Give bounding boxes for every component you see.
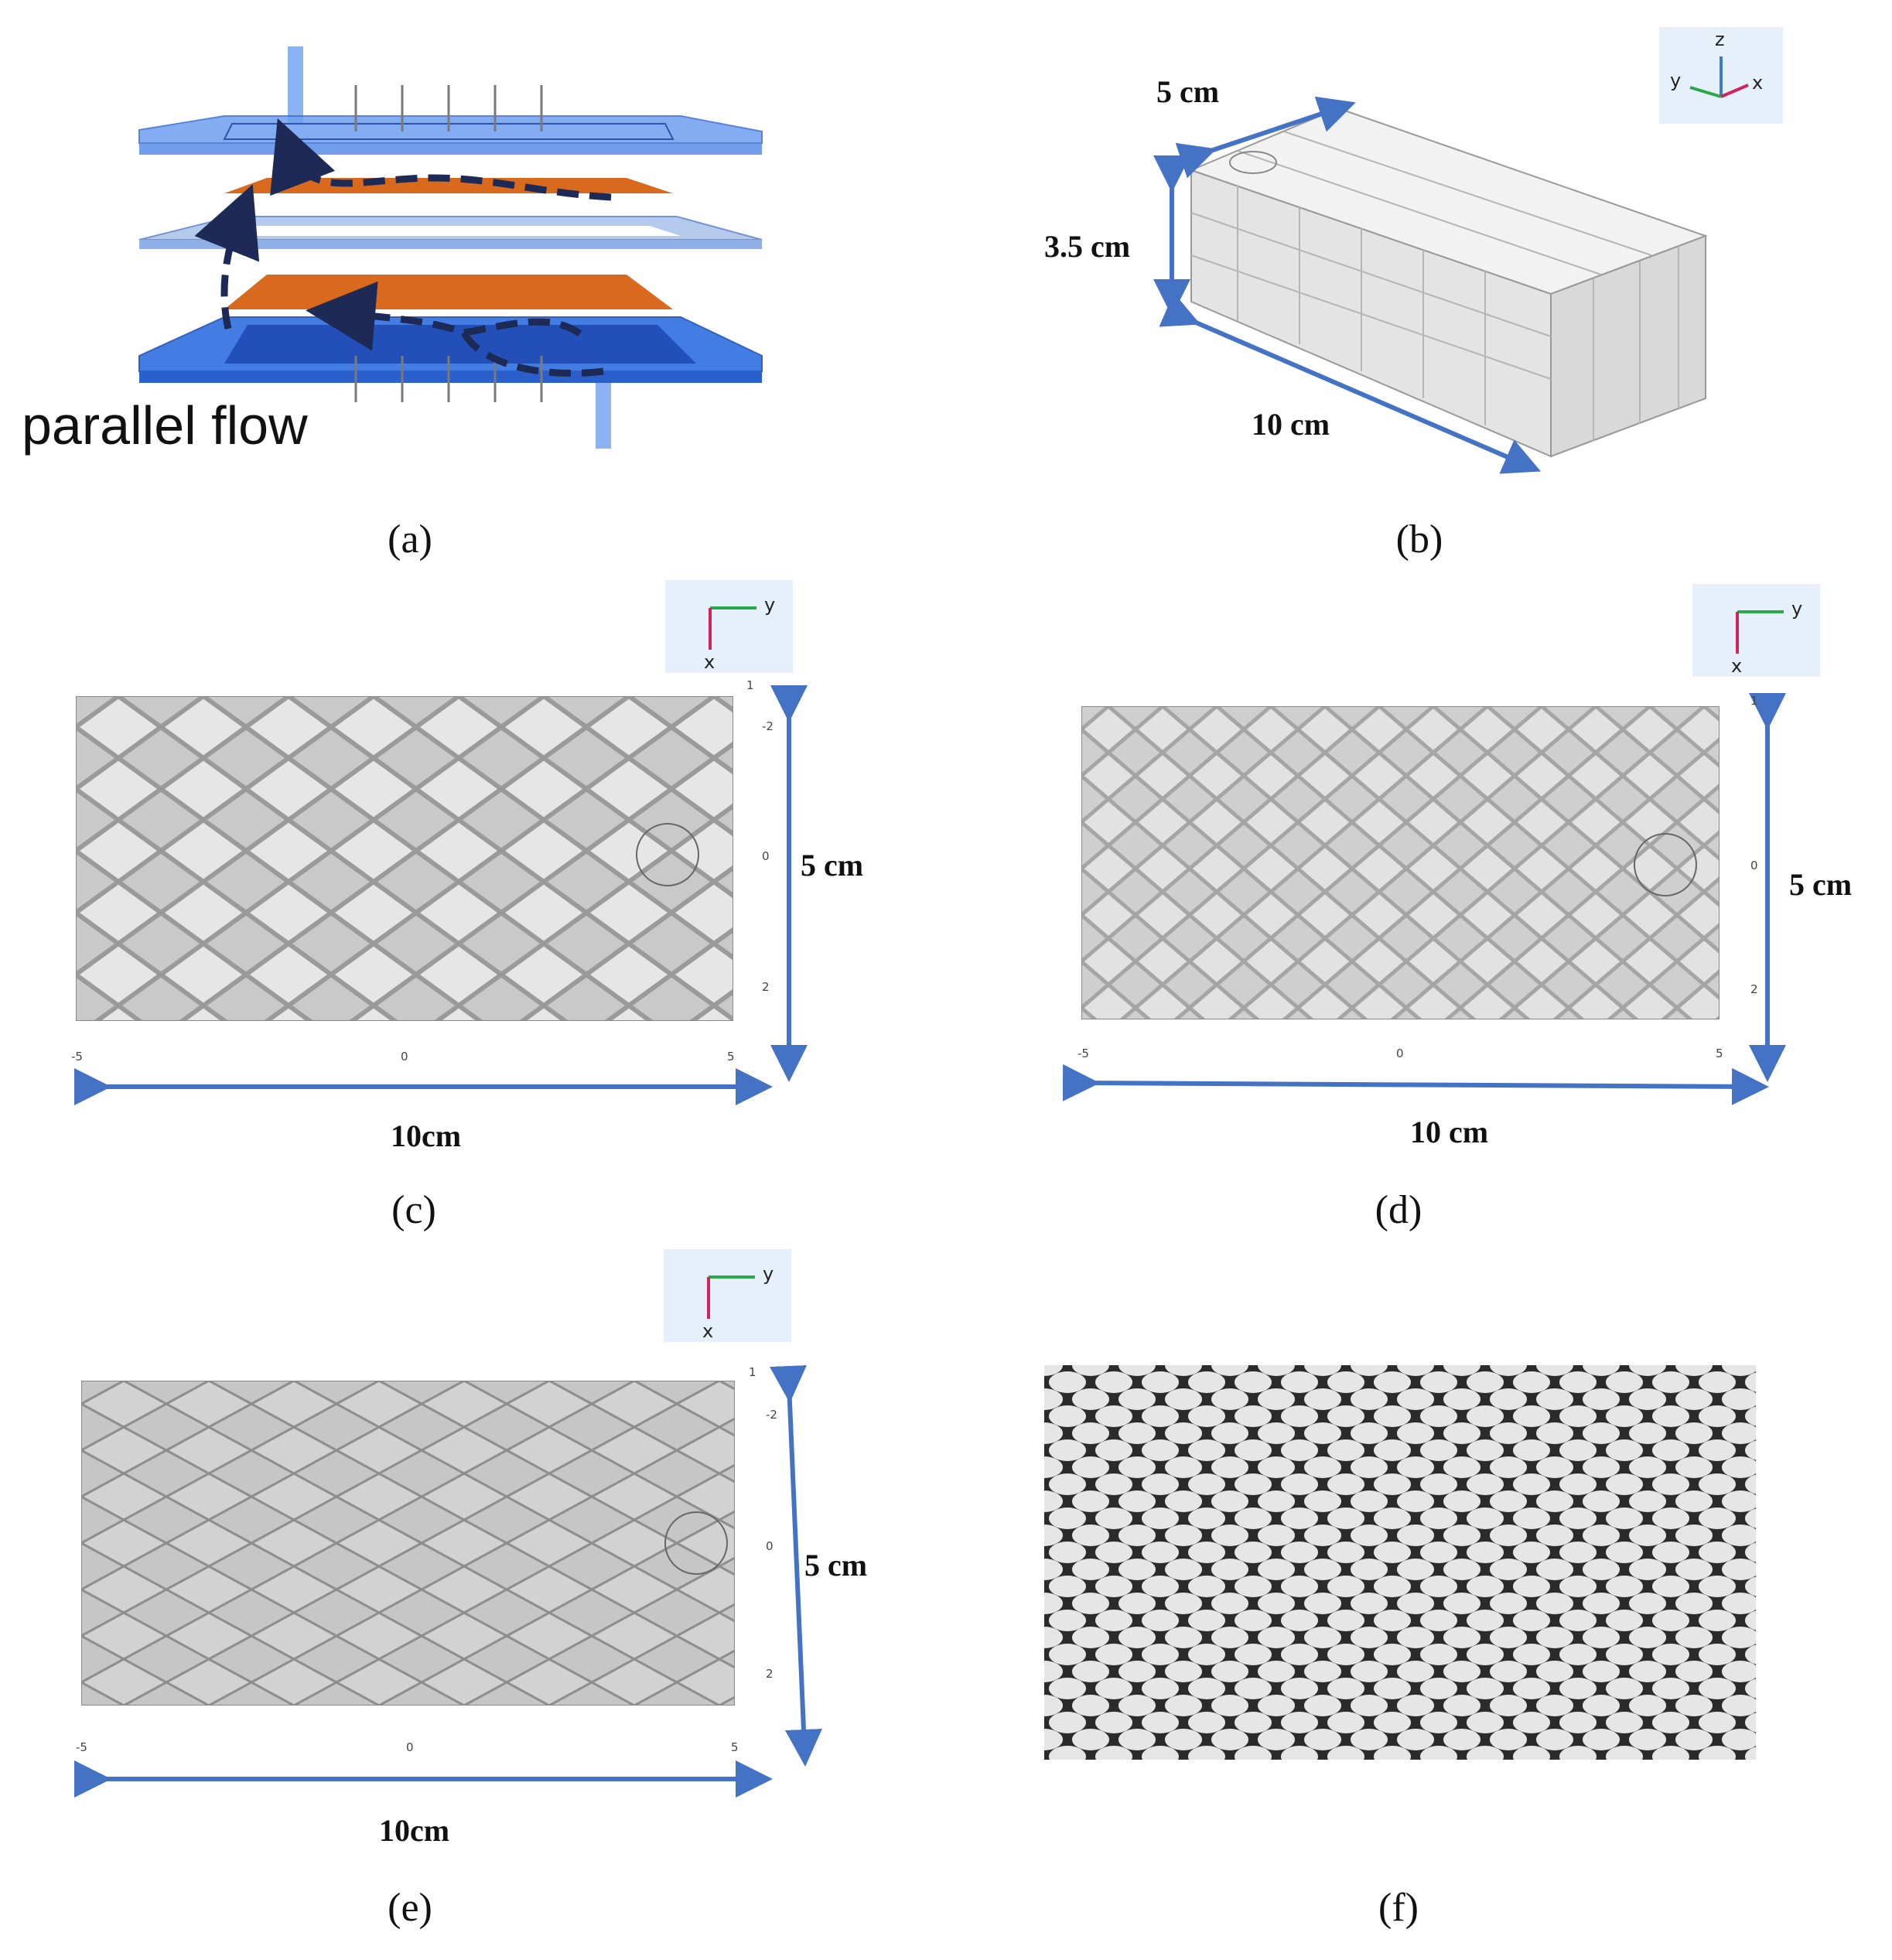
axis-x-label: x: [1752, 72, 1764, 94]
axis-x-label: x: [704, 651, 715, 673]
caption-f: (f): [1378, 1886, 1419, 1930]
panel-a: parallel flow (a): [0, 0, 851, 562]
caption-b: (b): [1395, 517, 1443, 562]
tick-x-3: 0: [762, 849, 770, 863]
tick-x-1: 1: [749, 1365, 756, 1379]
axis-triad-d: y x: [1692, 584, 1820, 677]
dim-arrow-width: [1175, 96, 1356, 179]
mesh-pattern-e: [81, 1381, 735, 1706]
dim-height-label: 5 cm: [1789, 867, 1853, 902]
axis-y-label: y: [764, 594, 776, 616]
panel-c: y x -5 0 5 1 -2 0 2 5 cm 10cm (c): [0, 576, 946, 1241]
dim-arrow-height: [770, 1365, 822, 1767]
dim-arrow-width: [1062, 1064, 1769, 1105]
tick-x-3: 0: [766, 1539, 774, 1553]
caption-c: (c): [391, 1188, 436, 1232]
axis-y-label: y: [1791, 598, 1803, 620]
tick-x-2: -2: [766, 1408, 777, 1422]
tick-y-mid: 0: [406, 1740, 414, 1754]
dim-height-label: 5 cm: [804, 1548, 868, 1583]
axis-y-label: y: [1670, 70, 1682, 91]
caption-d: (d): [1375, 1188, 1422, 1232]
outlet-pipe: [596, 383, 611, 449]
tie-rods: [354, 85, 543, 402]
mesh-photo: [1044, 1365, 1756, 1760]
tick-y-right: 5: [1716, 1047, 1723, 1060]
tick-y-mid: 0: [1396, 1047, 1404, 1060]
mesh-pattern-d: [1081, 706, 1720, 1019]
panel-f: (f): [946, 1241, 1892, 1960]
mesh-pattern-c: [76, 696, 733, 1021]
dim-width-label: 5 cm: [1156, 74, 1220, 109]
tick-y-left: -5: [1077, 1047, 1089, 1060]
axis-triad-e: y x: [664, 1249, 791, 1342]
caption-e: (e): [388, 1886, 432, 1930]
dim-arrow-length: [1159, 292, 1542, 474]
axis-x-label: x: [1731, 655, 1743, 677]
axis-y-label: y: [763, 1263, 774, 1285]
tick-x-3: 2: [1750, 982, 1758, 996]
tick-x-1: 1: [1750, 694, 1758, 708]
panel-b: z y x 5 cm 3.5 cm 10 cm (b): [1006, 0, 1892, 588]
dim-height-label: 5 cm: [801, 848, 864, 883]
tick-y-left: -5: [76, 1740, 87, 1754]
box-side-face: [1550, 234, 1706, 458]
tick-x-2: -2: [762, 719, 774, 733]
dim-height-label: 3.5 cm: [1044, 229, 1131, 264]
tick-y-left: -5: [71, 1050, 83, 1064]
dim-width-label: 10 cm: [1410, 1115, 1489, 1149]
tick-x-2: 0: [1750, 859, 1758, 872]
tick-y-mid: 0: [401, 1050, 408, 1064]
tick-x-1: 1: [746, 678, 754, 692]
tick-y-right: 5: [727, 1050, 735, 1064]
membrane-bottom: [224, 275, 673, 309]
panel-e: y x -5 0 5 1 -2 0 2 5 cm 10cm (e): [0, 1241, 946, 1960]
electrode-box-3d: [1153, 96, 1708, 474]
dim-length-label: 10 cm: [1252, 407, 1330, 442]
panel-d: y x -5 0 5 1 0 2 5 cm 10 cm (d): [946, 576, 1892, 1241]
flow-path-arrows: [194, 118, 612, 377]
axis-z-label: z: [1715, 29, 1725, 50]
axis-triad-c: y x: [665, 580, 793, 673]
flow-cell-exploded-diagram: [138, 46, 763, 449]
caption-a: (a): [388, 517, 432, 562]
axis-x-label: x: [702, 1320, 714, 1342]
tick-x-4: 2: [766, 1667, 774, 1681]
tick-x-4: 2: [762, 980, 770, 994]
axis-triad-b: z y x: [1659, 27, 1783, 124]
inlet-pipe: [288, 46, 303, 124]
dim-width-label: 10cm: [379, 1813, 450, 1848]
tick-y-right: 5: [731, 1740, 739, 1754]
flow-label: parallel flow: [22, 395, 308, 456]
dim-width-label: 10cm: [391, 1118, 462, 1153]
